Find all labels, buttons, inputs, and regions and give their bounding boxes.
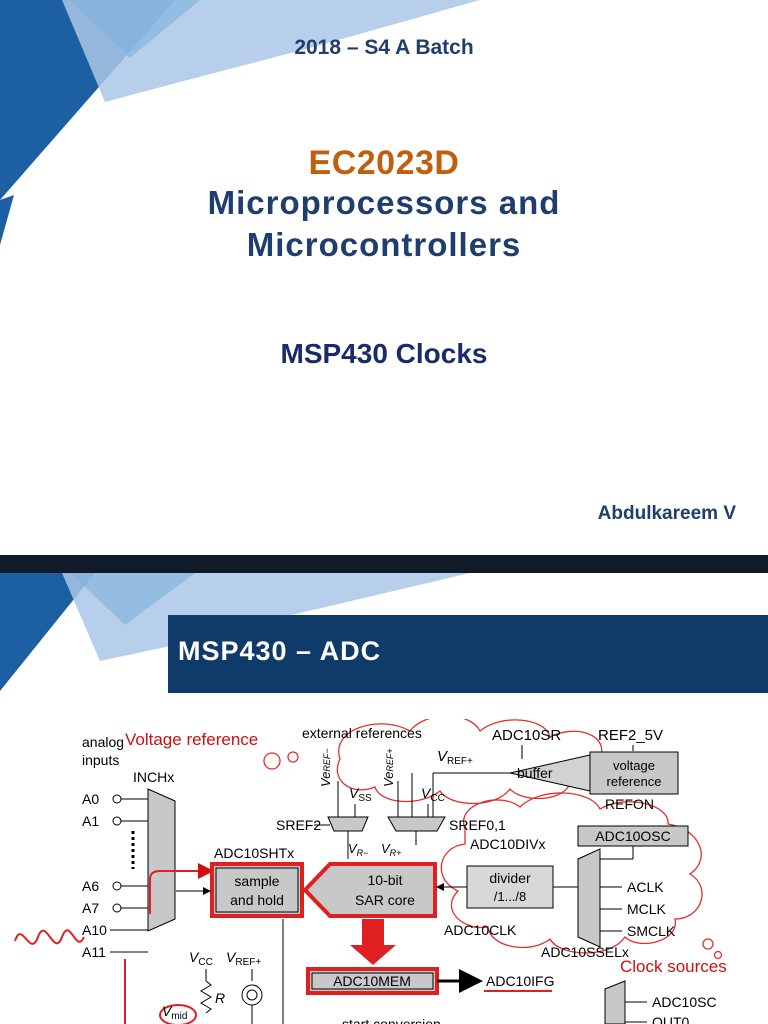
vref-plus-top-label: VREF+ [437, 748, 473, 767]
slide2-title-layer [0, 573, 768, 1024]
adc10divx-label: ADC10DIVx [470, 836, 545, 852]
svg-text:inputs: inputs [82, 752, 119, 768]
svg-text:sample: sample [234, 873, 279, 889]
vss-label: VSS [349, 785, 372, 804]
svg-text:SAR core: SAR core [355, 892, 415, 908]
ref2-5v-label: REF2_5V [598, 727, 663, 744]
aclk-label: ACLK [627, 879, 664, 895]
veref-minus-label: VeREF− [318, 748, 333, 787]
vref-plus-lower-label: VREF+ [226, 949, 261, 968]
sref2-mux [327, 816, 369, 832]
adc10sr-label: ADC10SR [492, 727, 561, 744]
course-title-line2: Microcontrollers [246, 226, 522, 263]
input-list: A0 A1 A6 A7 A10 A11 [82, 791, 148, 960]
vmid-label: Vmid [162, 1003, 187, 1022]
trigger-mux [604, 980, 626, 1024]
input-mux [147, 788, 176, 932]
author-name: Abdulkareem V [597, 503, 736, 524]
slide-separator [0, 555, 768, 573]
svg-text:analog: analog [82, 734, 124, 750]
clock-mux [577, 848, 601, 948]
adc10sselx-label: ADC10SSELx [541, 944, 629, 960]
adc-block-diagram: Voltage reference Clock sources external… [14, 719, 727, 1024]
course-code: EC2023D [308, 144, 460, 182]
svg-text:divider: divider [489, 870, 531, 886]
slide-heading-bar: MSP430 – ADC [168, 615, 768, 693]
svg-text:ADC10OSC: ADC10OSC [595, 828, 670, 844]
svg-text:reference: reference [607, 774, 662, 789]
veref-plus-label: VeREF+ [381, 748, 396, 787]
svg-text:/1.../8: /1.../8 [494, 889, 527, 904]
adc10clk-label: ADC10CLK [444, 922, 517, 938]
batch-label: 2018 – S4 A Batch [294, 36, 474, 59]
sref2-label: SREF2 [276, 817, 321, 833]
adc10ifg-label: ADC10IFG [486, 973, 554, 989]
vr-minus-label: VR− [348, 841, 368, 858]
external-references-label: external references [302, 725, 422, 741]
inchx-label: INCHx [133, 769, 174, 785]
svg-text:A1: A1 [82, 813, 99, 829]
topic-title: MSP430 Clocks [280, 338, 488, 369]
svg-text:A7: A7 [82, 900, 99, 916]
voltage-reference-box [589, 751, 679, 795]
vcc-lower-label: VCC [189, 949, 213, 968]
clock-sources-note: Clock sources [620, 957, 727, 976]
voltage-reference-note: Voltage reference [125, 730, 258, 749]
slide-heading: MSP430 – ADC [178, 636, 382, 666]
r-label: R [215, 990, 225, 1006]
out0-label: OUT0 [652, 1014, 690, 1024]
svg-text:A6: A6 [82, 878, 99, 894]
svg-text:and hold: and hold [230, 892, 284, 908]
adc10shtx-label: ADC10SHTx [214, 845, 294, 861]
svg-text:A11: A11 [82, 944, 106, 960]
divider-box [466, 865, 554, 909]
analog-signal-wave [14, 929, 85, 945]
mclk-label: MCLK [627, 901, 667, 917]
vcc-label: VCC [421, 785, 445, 804]
svg-text:10-bit: 10-bit [367, 872, 402, 888]
vr-plus-label: VR+ [381, 841, 401, 858]
smclk-label: SMCLK [627, 923, 676, 939]
svg-text:A10: A10 [82, 922, 107, 938]
adc10sc-label: ADC10SC [652, 994, 717, 1010]
svg-text:voltage: voltage [613, 758, 655, 773]
refon-label: REFON [605, 796, 654, 812]
sref01-label: SREF0,1 [449, 817, 506, 833]
course-title-line1: Microprocessors and [207, 184, 561, 221]
resistor [200, 980, 212, 1014]
sar-to-mem-arrow [362, 919, 384, 947]
title-slide: 2018 – S4 A Batch EC2023D Microprocessor… [0, 0, 736, 524]
slide-decoration [0, 0, 480, 245]
start-conversion-label: start conversion [342, 1016, 441, 1024]
svg-text:ADC10MEM: ADC10MEM [333, 973, 411, 989]
sar-core-box [302, 862, 437, 918]
buffer-label: buffer [517, 765, 553, 781]
svg-text:A0: A0 [82, 791, 99, 807]
adc-slide: MSP430 – ADC Voltage reference Clock sou… [0, 573, 768, 1024]
sample-and-hold-box [210, 862, 304, 918]
sref01-mux [387, 816, 446, 832]
